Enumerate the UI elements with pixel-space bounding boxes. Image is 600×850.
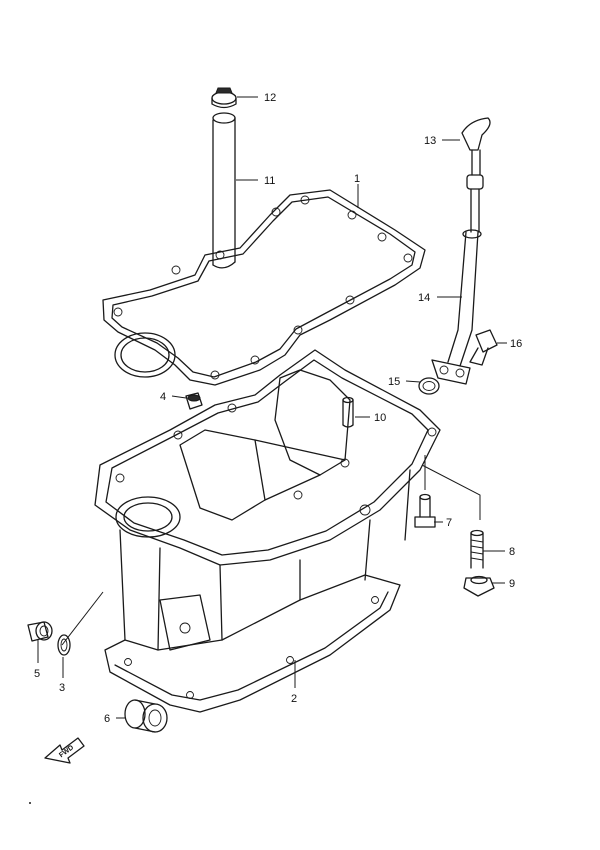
oil-pan-part-2: [94, 349, 441, 713]
callout-14: 14: [418, 292, 430, 304]
bolt-part-7: [414, 493, 436, 528]
callout-labels: 12 11 1 13 14 16 15 4 10 7 8 9 5 3 2 6: [34, 92, 522, 725]
pipe-part-11: [212, 112, 236, 269]
callout-10: 10: [374, 412, 386, 424]
callout-13: 13: [424, 135, 436, 147]
dipstick-part-13: [461, 117, 491, 233]
nut-part-9: [463, 575, 495, 597]
clamp-part-12: [211, 87, 237, 109]
callout-4: 4: [160, 391, 166, 403]
washer-part-3: [57, 634, 71, 656]
callout-12: 12: [264, 92, 276, 104]
fwd-arrow-icon: FWD: [44, 737, 85, 764]
callout-11: 11: [264, 175, 275, 187]
callout-8: 8: [509, 546, 515, 558]
callout-3: 3: [59, 682, 65, 694]
gasket-part-1: [102, 189, 426, 386]
stud-part-8: [470, 529, 484, 569]
callout-7: 7: [446, 517, 452, 529]
callout-9: 9: [509, 578, 515, 590]
dipstick-tube-part-14: [431, 229, 482, 385]
callout-16: 16: [510, 338, 522, 350]
callout-5: 5: [34, 668, 40, 680]
callout-15: 15: [388, 376, 400, 388]
plug-part-4: [185, 392, 203, 410]
bolt-part-16: [469, 329, 498, 366]
o-ring-part-15: [418, 377, 440, 395]
callout-6: 6: [104, 713, 110, 725]
corner-mark: [29, 802, 31, 804]
leader-lines: [37, 96, 507, 719]
callout-2: 2: [291, 693, 297, 705]
drain-plug-part-5: [27, 621, 53, 642]
oil-seal-part-6: [124, 699, 168, 733]
callout-1: 1: [354, 173, 360, 185]
